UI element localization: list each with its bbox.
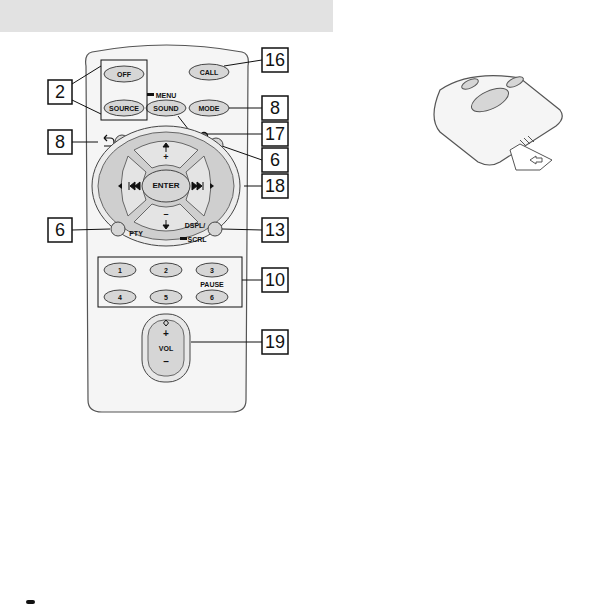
button-label: 2	[164, 267, 168, 274]
button-label: +	[163, 153, 168, 162]
callout-number: 6	[270, 151, 280, 169]
button-label: SOUND	[153, 105, 178, 112]
button-label: MODE	[199, 105, 220, 112]
button-label: 3	[210, 267, 214, 274]
button-caption: PAUSE	[200, 281, 224, 288]
button-label: 5	[164, 294, 168, 301]
button-label: VOL	[159, 345, 173, 352]
callout-number: 10	[265, 271, 285, 289]
button-label: OFF	[117, 71, 131, 78]
button-label: –	[163, 357, 169, 367]
button-caption: DSPL/	[185, 222, 206, 229]
callout-number: 16	[265, 51, 285, 69]
button-label: SOURCE	[109, 105, 139, 112]
callout-number: 2	[55, 83, 65, 101]
button-caption: SCRL	[187, 236, 206, 243]
button-label: ENTER	[152, 182, 179, 190]
callout-number: 6	[55, 221, 65, 239]
button-label: 1	[118, 267, 122, 274]
button-label: 4	[118, 294, 122, 301]
button-label: –	[163, 210, 168, 219]
callout-number: 19	[265, 333, 285, 351]
button-label: CALL	[200, 69, 219, 76]
button-caption: MENU	[156, 92, 177, 99]
callout-number: 18	[265, 177, 285, 195]
callout-number: 17	[265, 125, 285, 143]
callout-number: 8	[55, 133, 65, 151]
button-caption: PTY	[129, 230, 143, 237]
callout-number: 13	[265, 221, 285, 239]
button-label: 6	[210, 294, 214, 301]
button-label: +	[163, 329, 169, 339]
callout-number: 8	[270, 99, 280, 117]
